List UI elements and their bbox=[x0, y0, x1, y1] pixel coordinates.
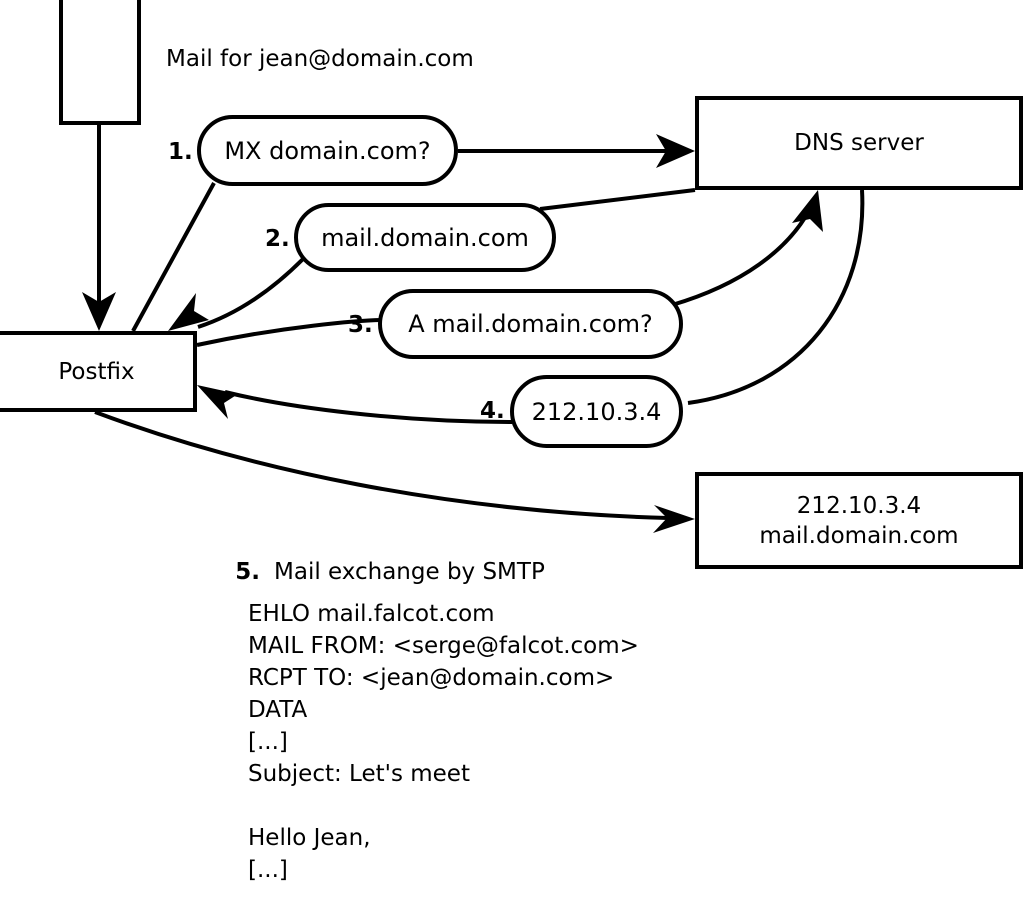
step-number-5: 5. bbox=[235, 559, 260, 585]
step-number-4: 4. bbox=[480, 398, 505, 424]
node-postfix: Postfix bbox=[0, 331, 197, 412]
arrow-bubble1-to-dns bbox=[458, 134, 695, 168]
arrow-bubble4-to-postfix bbox=[197, 385, 513, 424]
bubble-mx-query-label: MX domain.com? bbox=[224, 136, 431, 165]
step-5-row: 5. Mail exchange by SMTP bbox=[206, 530, 545, 614]
arrow-bubble3-to-dns bbox=[671, 190, 823, 307]
smtp-transcript: EHLO mail.falcot.com MAIL FROM: <serge@f… bbox=[248, 601, 639, 787]
bubble-mx-answer-label: mail.domain.com bbox=[321, 223, 529, 252]
node-dns-server: DNS server bbox=[695, 96, 1023, 190]
bubble-mx-answer: mail.domain.com bbox=[294, 203, 556, 272]
step-number-3: 3. bbox=[348, 312, 373, 338]
arrow-bubble2-to-postfix bbox=[168, 257, 305, 331]
node-target-label: 212.10.3.4 mail.domain.com bbox=[759, 492, 959, 549]
caption-incoming-mail: Mail for jean@domain.com bbox=[166, 46, 474, 72]
bubble-mx-query: MX domain.com? bbox=[197, 115, 458, 186]
step-number-1: 1. bbox=[168, 139, 193, 165]
bubble-a-query-label: A mail.domain.com? bbox=[408, 310, 653, 338]
node-dns-label: DNS server bbox=[794, 130, 924, 156]
node-postfix-label: Postfix bbox=[58, 358, 135, 385]
bubble-a-answer: 212.10.3.4 bbox=[510, 375, 683, 448]
step-5-label: Mail exchange by SMTP bbox=[274, 559, 545, 585]
step-number-2: 2. bbox=[265, 226, 290, 252]
bubble-a-query: A mail.domain.com? bbox=[378, 289, 683, 359]
arrow-source-to-postfix bbox=[82, 125, 116, 331]
bubble-a-answer-label: 212.10.3.4 bbox=[531, 397, 662, 426]
line-dns-to-bubble4 bbox=[687, 189, 865, 405]
node-target-mailserver: 212.10.3.4 mail.domain.com bbox=[695, 472, 1023, 569]
line-dns-to-bubble2 bbox=[539, 188, 696, 211]
mail-body-text: Hello Jean, [...] . bbox=[248, 825, 371, 883]
line-postfix-to-bubble1 bbox=[131, 182, 216, 332]
node-source-host bbox=[59, 0, 141, 125]
